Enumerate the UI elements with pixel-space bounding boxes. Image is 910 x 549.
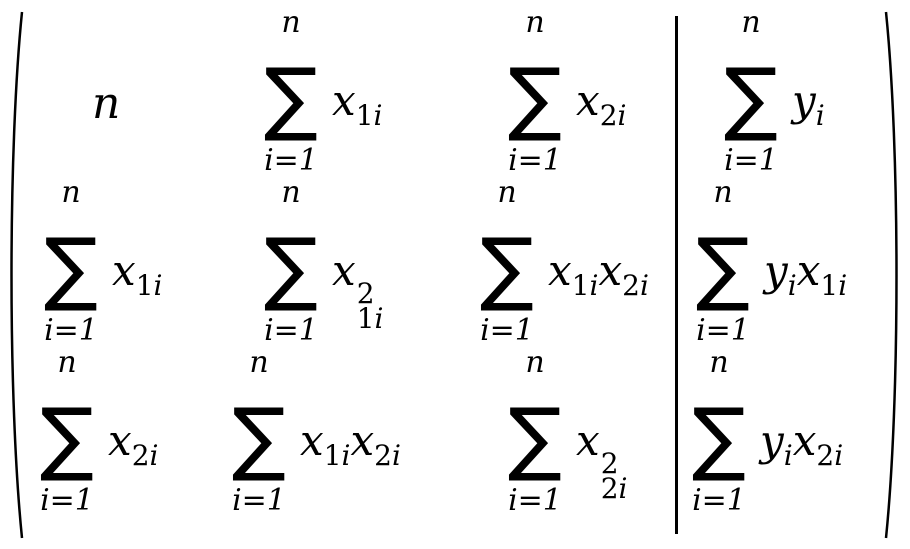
- sum-sign: n∑i=1: [264, 5, 318, 178]
- sum-sign: n∑i=1: [40, 345, 94, 518]
- sum-sign: n∑i=1: [232, 345, 286, 518]
- sum-sign: n∑i=1: [508, 345, 562, 518]
- right-parenthesis: [884, 11, 898, 539]
- cell-r1c1: n: [92, 78, 121, 129]
- sum-sign: n∑i=1: [44, 175, 98, 348]
- sum-sign: n∑i=1: [480, 175, 534, 348]
- sum-sign: n∑i=1: [508, 5, 562, 178]
- augment-bar: [675, 16, 678, 534]
- sum-sign: n∑i=1: [692, 345, 746, 518]
- sum-sign: n∑i=1: [724, 5, 778, 178]
- sum-sign: n∑i=1: [696, 175, 750, 348]
- sum-sign: n∑i=1: [264, 175, 318, 348]
